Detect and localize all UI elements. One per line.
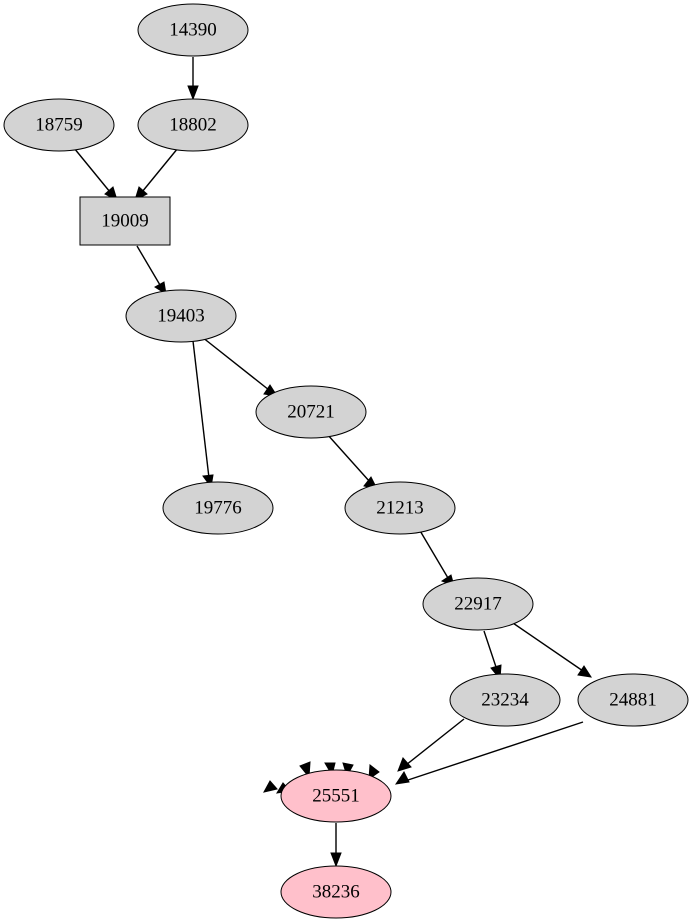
arrowhead-icon bbox=[394, 771, 410, 785]
edge-19009-to-19403 bbox=[136, 245, 167, 296]
graph-node-21213[interactable]: 21213 bbox=[344, 481, 456, 535]
node-ellipse-shape[interactable] bbox=[344, 481, 456, 535]
edge-line bbox=[509, 620, 584, 672]
node-ellipse-shape[interactable] bbox=[3, 98, 115, 152]
graph-node-25551[interactable]: 25551 bbox=[280, 769, 392, 823]
edge-line bbox=[73, 147, 111, 193]
edge-19403-to-19776 bbox=[192, 340, 214, 489]
nodes-layer: 14390 18759 18802 19009 19403 19776 20721 21213… bbox=[3, 3, 689, 919]
graph-node-24881[interactable]: 24881 bbox=[577, 673, 689, 727]
arrowhead-icon bbox=[397, 757, 412, 772]
edge-20721-to-21213 bbox=[326, 433, 378, 490]
edge-line bbox=[405, 718, 465, 766]
node-ellipse-shape[interactable] bbox=[422, 577, 534, 631]
node-ellipse-shape[interactable] bbox=[577, 673, 689, 727]
node-ellipse-shape[interactable] bbox=[137, 3, 249, 57]
node-ellipse-shape[interactable] bbox=[280, 865, 392, 919]
node-ellipse-shape[interactable] bbox=[137, 98, 249, 152]
edge-line bbox=[483, 630, 498, 671]
graph-node-23234[interactable]: 23234 bbox=[449, 673, 561, 727]
arrowhead-icon bbox=[330, 852, 342, 868]
edge-18759-to-19009 bbox=[73, 147, 118, 201]
graph-node-38236[interactable]: 38236 bbox=[280, 865, 392, 919]
edge-line bbox=[141, 147, 179, 193]
edge-line bbox=[404, 721, 584, 782]
node-ellipse-shape[interactable] bbox=[162, 481, 274, 535]
node-box-shape[interactable] bbox=[79, 196, 171, 246]
edge-line bbox=[326, 433, 371, 483]
edge-19009-to-25551 bbox=[263, 780, 278, 793]
edge-24881-to-25551 bbox=[394, 721, 584, 785]
edge-line bbox=[192, 340, 210, 479]
graph-node-19776[interactable]: 19776 bbox=[162, 481, 274, 535]
edge-22917-to-25551 bbox=[368, 764, 380, 781]
graph-node-20721[interactable]: 20721 bbox=[255, 385, 367, 439]
edge-22917-to-23234 bbox=[483, 630, 502, 681]
node-ellipse-shape[interactable] bbox=[125, 289, 237, 343]
edge-19403-to-20721 bbox=[201, 336, 279, 397]
arrowhead-icon bbox=[577, 665, 593, 678]
edge-22917-to-24881 bbox=[509, 620, 593, 678]
arrowhead-icon bbox=[187, 85, 199, 101]
node-ellipse-shape[interactable] bbox=[449, 673, 561, 727]
edge-23234-to-25551 bbox=[397, 718, 465, 772]
edges-layer bbox=[73, 57, 593, 868]
edge-21213-to-22917 bbox=[418, 528, 455, 587]
edge-14390-to-18802 bbox=[187, 57, 199, 101]
graph-node-19403[interactable]: 19403 bbox=[125, 289, 237, 343]
edge-line bbox=[136, 245, 161, 286]
arrowhead-icon bbox=[368, 764, 380, 781]
edge-25551-to-38236 bbox=[330, 823, 342, 868]
node-ellipse-shape[interactable] bbox=[280, 769, 392, 823]
edge-line bbox=[418, 528, 449, 579]
graph-node-18759[interactable]: 18759 bbox=[3, 98, 115, 152]
graph-node-14390[interactable]: 14390 bbox=[137, 3, 249, 57]
edge-line bbox=[201, 336, 270, 391]
graph-node-18802[interactable]: 18802 bbox=[137, 98, 249, 152]
graph-node-19009[interactable]: 19009 bbox=[79, 196, 171, 246]
node-ellipse-shape[interactable] bbox=[255, 385, 367, 439]
graph-node-22917[interactable]: 22917 bbox=[422, 577, 534, 631]
edge-18802-to-19009 bbox=[134, 147, 179, 201]
arrowhead-icon bbox=[263, 780, 278, 793]
